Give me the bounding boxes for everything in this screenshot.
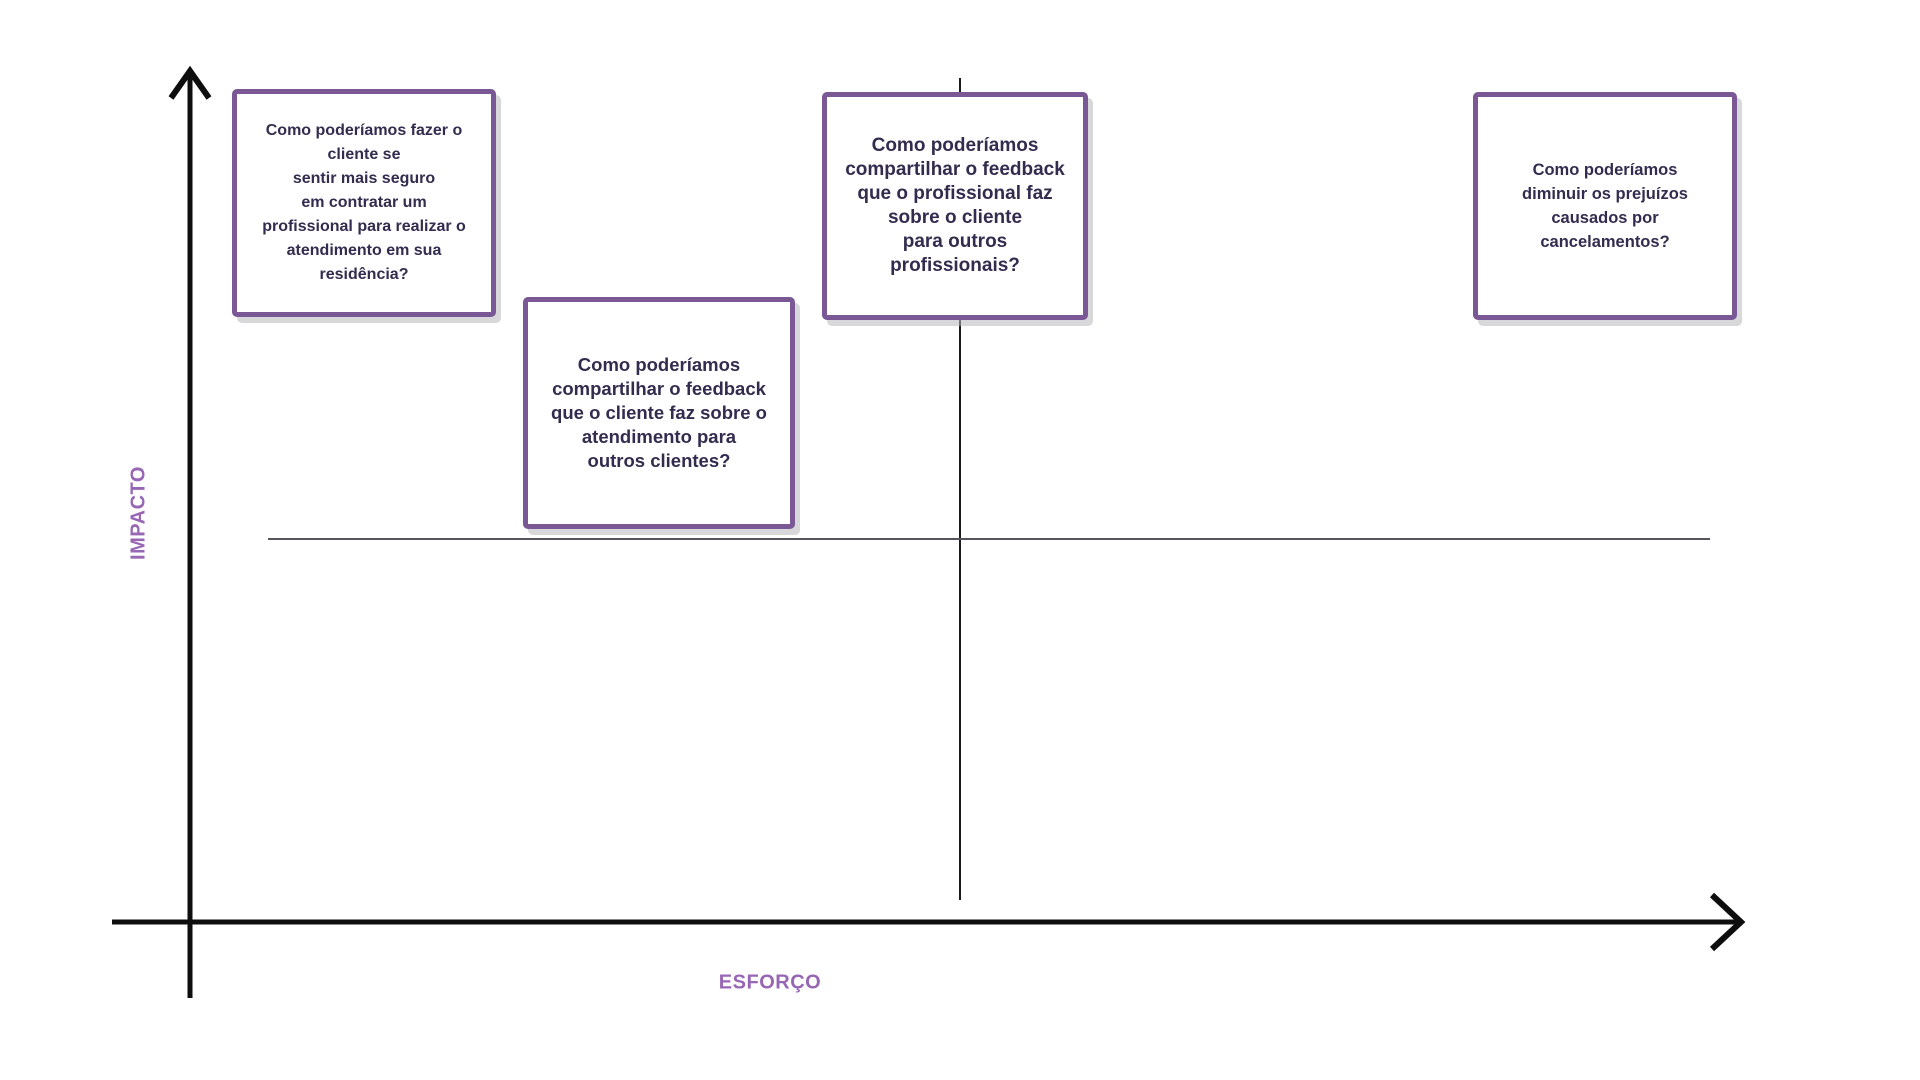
sticky-note-text: Como poderíamos fazer o cliente se senti… (262, 122, 466, 283)
sticky-note-prejuizos-cancelamentos[interactable]: Como poderíamos diminuir os prejuízos ca… (1473, 92, 1737, 320)
sticky-note-text: Como poderíamos compartilhar o feedback … (551, 354, 767, 471)
x-axis-label: ESFORÇO (718, 971, 822, 994)
sticky-note-text: Como poderíamos diminuir os prejuízos ca… (1522, 161, 1688, 251)
sticky-note-feedback-cliente[interactable]: Como poderíamos compartilhar o feedback … (523, 297, 795, 529)
sticky-note-seguranca-cliente[interactable]: Como poderíamos fazer o cliente se senti… (232, 89, 496, 317)
x-axis-arrowhead-icon (1709, 892, 1746, 952)
y-axis-arrowhead-icon (168, 65, 212, 100)
sticky-note-text: Como poderíamos compartilhar o feedback … (845, 135, 1065, 276)
sticky-note-feedback-profissional[interactable]: Como poderíamos compartilhar o feedback … (822, 92, 1088, 320)
y-axis-label: IMPACTO (127, 466, 150, 560)
